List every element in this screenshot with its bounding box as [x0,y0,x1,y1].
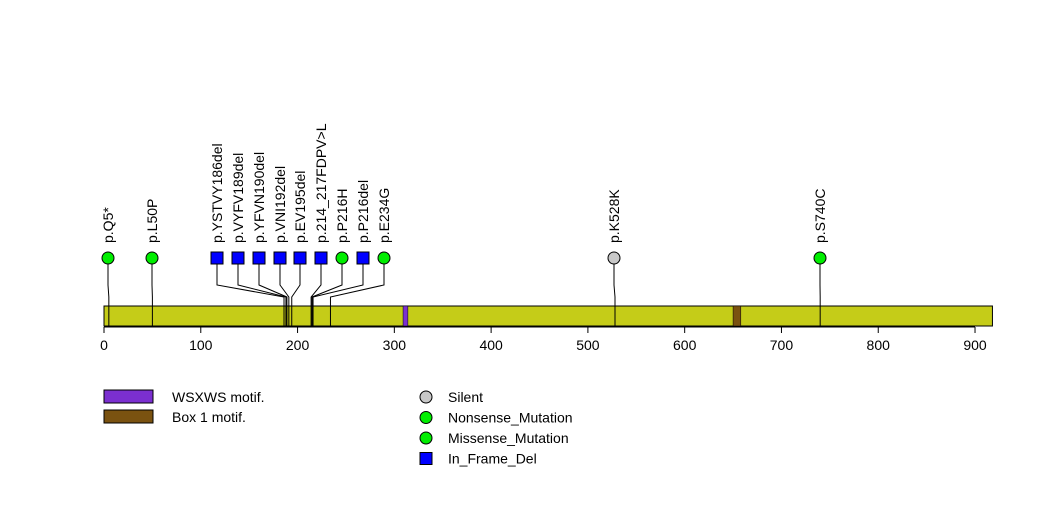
x-tick-label: 900 [963,337,987,353]
x-tick-label: 700 [770,337,794,353]
mutation-marker [101,251,115,265]
protein-bar [103,305,993,327]
legend-label: Missense_Mutation [448,430,569,446]
mutation-label: p.YSTVY186del [209,143,225,243]
mutation-stem [310,258,322,326]
x-tick-label: 600 [673,337,697,353]
legend-label: Nonsense_Mutation [448,410,573,426]
domain-wsxws-motif- [402,305,409,327]
mutation-marker [356,251,370,265]
x-tick-label: 0 [100,337,108,353]
legend-swatch [103,389,154,404]
mutation-marker [335,251,349,265]
legend-marker [419,452,433,465]
mutation-marker [273,251,287,265]
mutation-label: p.P216del [355,180,371,243]
mutation-marker [231,251,245,265]
mutation-stem [613,258,616,326]
mutation-label: p.VNI192del [272,166,288,243]
legend-label: WSXWS motif. [172,389,265,405]
mutation-label: p.L50P [144,199,160,243]
mutation-marker [293,251,307,265]
mutation-label: p.214_217FDPV>L [313,123,329,243]
mutation-label: p.K528K [606,189,622,243]
legend-label: Silent [448,389,483,405]
mutation-marker [145,251,159,265]
mutation-label: p.VYFV189del [230,153,246,243]
mutation-marker [607,251,621,265]
mutation-label: p.Q5* [100,207,116,243]
mutation-stem [237,258,287,326]
legend-marker [419,390,433,404]
mutation-marker [377,251,391,265]
mutation-stem [216,258,285,326]
legend-label: In_Frame_Del [448,451,537,467]
legend-marker [419,431,433,445]
mutation-stem [258,258,288,326]
mutation-stem [291,258,301,326]
mutation-stem [107,258,110,326]
mutation-stem [311,258,343,326]
mutation-label: p.YFVN190del [251,152,267,243]
legend-swatch [103,409,154,424]
legend-marker [419,411,433,424]
mutation-marker [813,251,827,265]
domain-box-1-motif- [732,305,742,327]
mutation-marker [314,251,328,265]
x-tick-label: 300 [383,337,407,353]
x-tick-label: 500 [576,337,600,353]
mutation-marker [210,251,224,265]
mutation-stem [312,258,364,326]
mutation-stem [279,258,290,326]
mutation-label: p.P216H [334,189,350,243]
x-tick-label: 800 [867,337,891,353]
mutation-label: p.S740C [812,189,828,243]
mutation-stem [329,258,385,326]
x-tick-label: 400 [479,337,503,353]
legend-label: Box 1 motif. [172,409,246,425]
mutation-label: p.EV195del [292,171,308,243]
mutation-label: p.E234G [376,188,392,243]
mutation-marker [252,251,266,265]
x-tick-label: 200 [286,337,310,353]
x-tick-label: 100 [189,337,213,353]
